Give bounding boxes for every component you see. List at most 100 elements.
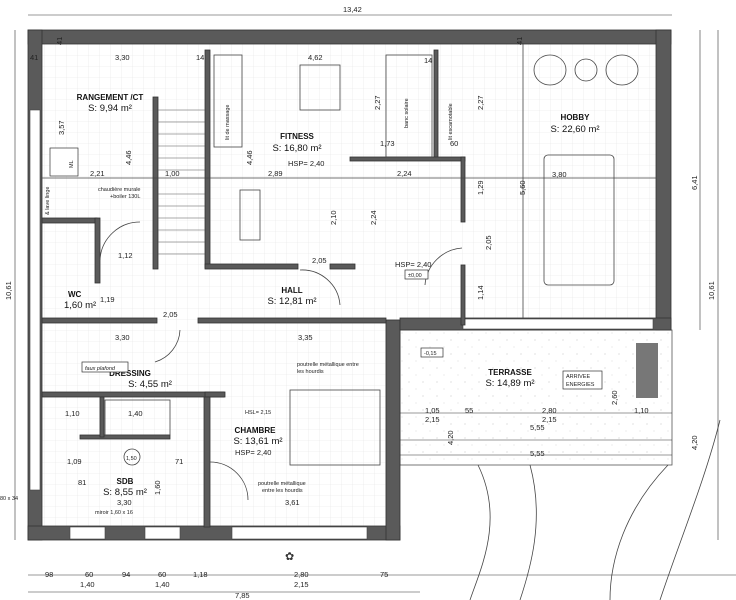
label-side-left: 80 x 34	[0, 496, 18, 502]
garden-path	[469, 464, 491, 600]
dimension-label: 6,41	[690, 175, 699, 190]
label-poutrelle-1: poutrelle métallique entre	[297, 362, 359, 368]
dimension-label: 3,30	[115, 333, 130, 342]
room-name-rangement: RANGEMENT /CT	[77, 93, 144, 102]
dimension-label: 1,05	[425, 406, 440, 415]
door-swing	[209, 461, 249, 501]
room-area-terrasse: S: 14,89 m²	[485, 378, 534, 389]
room-name-wc: WC	[68, 290, 82, 299]
door-swing	[99, 221, 141, 261]
dimension-label: 1,10	[634, 406, 649, 415]
dimension-label: 2,27	[373, 95, 382, 110]
room-name-chambre: CHAMBRE	[235, 426, 277, 435]
label-lit-escamotable: lit escamotable	[448, 103, 454, 140]
dimension-label: 55	[465, 406, 473, 415]
dimension-label: 41	[30, 53, 38, 62]
label-poutrelle-2b: entre les hourdis	[262, 488, 303, 494]
room-area-chambre: S: 13,61 m²	[233, 436, 282, 447]
label-faux-plafond: faux plafond	[85, 366, 116, 372]
dimension-label: 2,15	[542, 415, 557, 424]
dimension-label: 5,55	[530, 449, 545, 458]
dimension-label: 2,05	[484, 235, 493, 250]
dimension-label: 13,42	[343, 5, 362, 14]
dimension-label: 7,85	[235, 591, 250, 600]
dimension-label: 2,05	[312, 256, 327, 265]
dimension-label: 1,60	[153, 480, 162, 495]
dimension-label: 4,20	[446, 430, 455, 445]
dimension-lines	[14, 14, 736, 593]
label-ml: ML	[69, 160, 75, 168]
dimension-label: 14	[424, 56, 432, 65]
dimension-label: 2,21	[90, 169, 105, 178]
dimension-label: 41	[55, 37, 64, 45]
room-name-hobby: HOBBY	[561, 113, 591, 122]
dimension-label: 5,60	[518, 180, 527, 195]
dimension-labels: 13,42 10,61 10,61 6,41 4,20 41 3,30 14 4…	[4, 5, 716, 600]
room-area-fitness: S: 16,80 m²	[272, 143, 321, 154]
shower-icon	[104, 399, 171, 436]
exterior-walls	[27, 29, 672, 541]
dimension-label: 3,61	[285, 498, 300, 507]
floor-tiles-lower	[42, 323, 387, 528]
dimension-label: 3,80	[552, 170, 567, 179]
dimension-label: 2,15	[425, 415, 440, 424]
dimension-label: 75	[380, 570, 388, 579]
billiard-table-icon	[543, 154, 615, 286]
dimension-label: 1,29	[476, 180, 485, 195]
bed-icon	[289, 389, 381, 466]
bench-icon	[239, 189, 261, 241]
door-swing	[299, 269, 341, 306]
dimension-label: 3,30	[117, 498, 132, 507]
door-swing	[154, 329, 181, 363]
label-energies: ENERGIES	[566, 382, 595, 388]
dimension-label: 1,73	[380, 139, 395, 148]
dimension-label: 2,15	[294, 580, 309, 589]
room-name-dressing: DRESSING	[109, 369, 151, 378]
label-douche: 1,50	[126, 456, 137, 462]
dimension-label: 81	[78, 478, 86, 487]
fitness-hsp: HSP= 2,40	[288, 159, 324, 168]
terrace-slab	[399, 329, 673, 466]
staircase	[158, 109, 205, 255]
armchair-icon	[605, 54, 639, 86]
dimension-label: 2,24	[397, 169, 412, 178]
label-poutrelle-1b: les hourdis	[297, 369, 324, 375]
north-symbol-icon: ✿	[285, 551, 294, 563]
interior-walls	[41, 49, 466, 528]
garden-path	[519, 464, 537, 600]
dimension-label: 41	[515, 37, 524, 45]
dimension-label: 1,09	[67, 457, 82, 466]
chambre-hsp: HSP= 2,40	[235, 448, 271, 457]
dimension-label: 2,80	[542, 406, 557, 415]
dimension-label: 2,24	[369, 210, 378, 225]
garden-path	[659, 419, 721, 600]
dimension-label: 10,61	[707, 281, 716, 300]
floor-tiles	[42, 43, 656, 323]
dimension-label: 98	[45, 570, 53, 579]
dimension-label: 2,05	[163, 310, 178, 319]
dimension-label: 1,40	[128, 409, 143, 418]
dimension-label: 1,00	[165, 169, 180, 178]
label-lit-massage: lit de massage	[225, 105, 231, 140]
dimension-label: 4,62	[308, 53, 323, 62]
dimension-label: 2,60	[610, 390, 619, 405]
dimension-label: 4,46	[245, 150, 254, 165]
dimension-label: 1,18	[193, 570, 208, 579]
dimension-label: 1,12	[118, 251, 133, 260]
dimension-label: 10,61	[4, 281, 13, 300]
dimension-label: 3,35	[298, 333, 313, 342]
dimension-label: 14	[196, 53, 204, 62]
room-area-sdb: S: 8,55 m²	[103, 487, 147, 498]
hall-level: ±0,00	[408, 273, 422, 279]
label-chaudiere: chaudière murale	[98, 187, 141, 193]
dimension-label: 2,80	[294, 570, 309, 579]
dimension-label: 2,10	[329, 210, 338, 225]
windows	[29, 109, 654, 540]
room-name-sdb: SDB	[117, 477, 134, 486]
dimension-label: 3,57	[57, 120, 66, 135]
room-area-wc: 1,60 m²	[64, 300, 96, 311]
dimension-label: 1,14	[476, 285, 485, 300]
hall-hsp: HSP= 2,40	[395, 260, 431, 269]
sunbed-icon	[385, 54, 433, 158]
dimension-label: 71	[175, 457, 183, 466]
